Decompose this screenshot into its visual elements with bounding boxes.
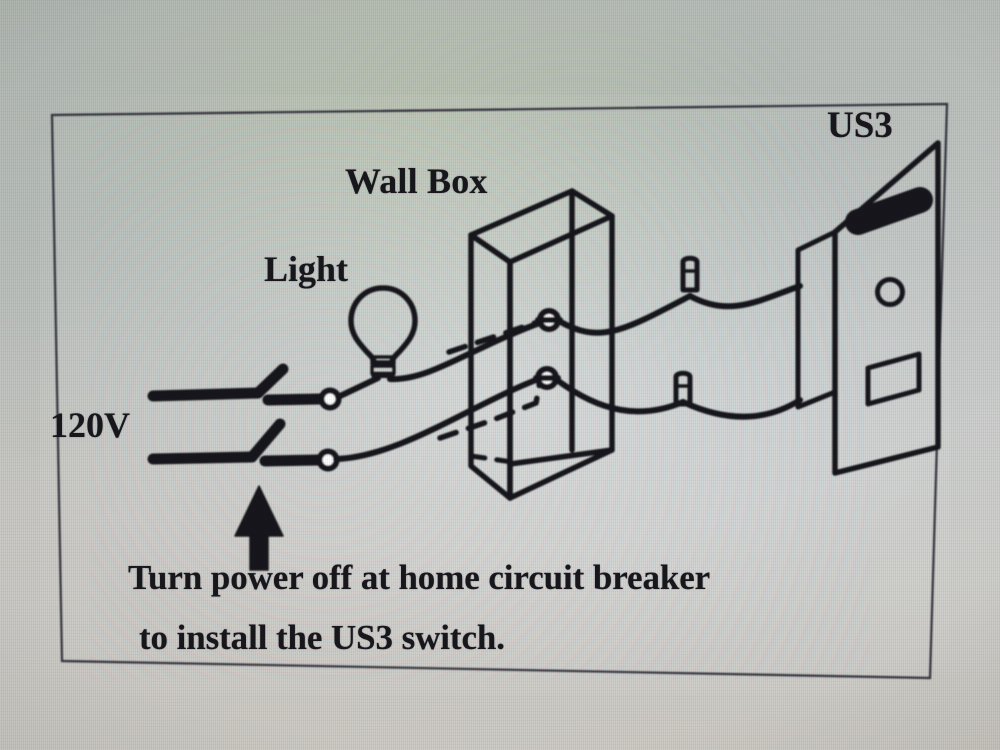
- us3-indicator-led: [875, 277, 905, 307]
- supply-line-lower: [147, 418, 286, 465]
- wire-terminal-to-box: [333, 375, 544, 462]
- hidden-wire-box-bottom: [468, 453, 515, 465]
- wall-box-icon: [468, 188, 615, 501]
- wire-box-to-us3-lower: [554, 377, 686, 415]
- wire-nut-lower-lead: [680, 397, 803, 420]
- diagram-border: [50, 102, 949, 680]
- us3-switch-icon: [795, 140, 941, 476]
- wire-nut-upper: [680, 255, 700, 293]
- note-line-1: Turn power off at home circuit breaker: [128, 558, 710, 598]
- wire-terminal-to-bulb: [335, 375, 381, 400]
- wire-nut-lower: [673, 370, 693, 407]
- hidden-wire-upper: [446, 319, 541, 355]
- hidden-wire-lower: [437, 378, 543, 441]
- label-wall-box: Wall Box: [345, 160, 488, 202]
- us3-lower-window: [865, 351, 922, 407]
- supply-line-upper: [147, 363, 289, 402]
- note-line-2: to install the US3 switch.: [139, 618, 505, 658]
- label-supply-voltage: 120V: [50, 404, 130, 446]
- label-light: Light: [264, 248, 348, 290]
- wire-box-to-us3-upper: [556, 293, 693, 336]
- light-bulb-icon: [348, 285, 418, 378]
- label-us3: US3: [827, 104, 893, 147]
- wire-nut-upper-lead: [687, 283, 803, 310]
- us3-rocker-paddle: [845, 187, 933, 235]
- up-arrow-icon: [234, 485, 284, 571]
